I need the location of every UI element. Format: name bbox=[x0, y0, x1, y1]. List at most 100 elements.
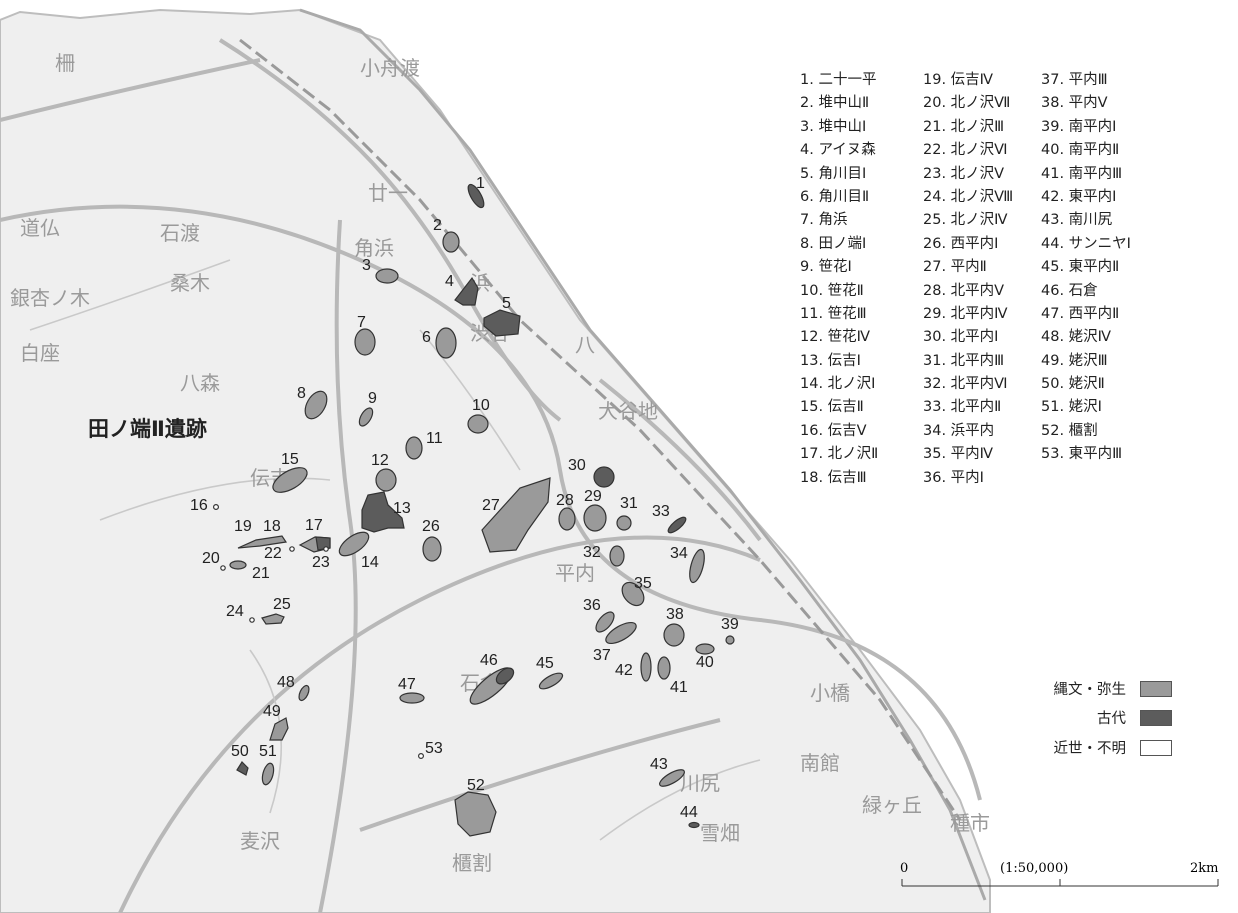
site-38[interactable] bbox=[663, 623, 685, 647]
site-44[interactable] bbox=[688, 821, 700, 829]
site-24[interactable] bbox=[249, 617, 255, 623]
site-10[interactable] bbox=[467, 414, 489, 434]
legend-item: 33. 北平内Ⅱ bbox=[923, 399, 1002, 416]
site-45[interactable] bbox=[537, 670, 565, 692]
site-48[interactable] bbox=[297, 684, 311, 702]
site-8[interactable] bbox=[301, 388, 332, 423]
site-7[interactable] bbox=[354, 328, 376, 356]
site-number: 6 bbox=[422, 329, 431, 346]
legend-item: 11. 笹花Ⅲ bbox=[800, 305, 867, 322]
legend-item: 9. 笹花Ⅰ bbox=[800, 259, 852, 276]
site-number: 30 bbox=[568, 457, 586, 474]
site-number: 37 bbox=[593, 647, 611, 664]
site-26[interactable] bbox=[422, 536, 442, 562]
site-52[interactable] bbox=[454, 791, 497, 837]
site-12[interactable] bbox=[375, 468, 397, 492]
legend-item: 43. 南川尻 bbox=[1041, 212, 1113, 229]
site-3[interactable] bbox=[375, 268, 399, 284]
site-9[interactable] bbox=[357, 406, 376, 428]
site-number: 1 bbox=[476, 175, 485, 192]
site-50[interactable] bbox=[236, 761, 249, 776]
site-53[interactable] bbox=[418, 752, 425, 759]
site-40[interactable] bbox=[695, 643, 715, 655]
site-number: 50 bbox=[231, 743, 249, 760]
key-label: 古代 bbox=[1097, 711, 1126, 727]
site-number: 51 bbox=[259, 743, 277, 760]
site-16[interactable] bbox=[213, 504, 220, 511]
site-15[interactable] bbox=[269, 463, 311, 498]
site-42[interactable] bbox=[640, 652, 652, 682]
site-47[interactable] bbox=[399, 692, 425, 704]
site-39[interactable] bbox=[725, 635, 735, 645]
scale-bar: 0 (1:50,000) 2km bbox=[900, 861, 1219, 887]
place-name: 櫃割 bbox=[452, 851, 492, 875]
site-41[interactable] bbox=[657, 656, 671, 680]
place-name: 八森 bbox=[180, 371, 220, 395]
place-name: 道仏 bbox=[20, 216, 60, 240]
legend-item: 37. 平内Ⅲ bbox=[1041, 72, 1108, 88]
site-35[interactable] bbox=[618, 578, 649, 609]
site-22[interactable] bbox=[289, 546, 295, 552]
site-polygons bbox=[213, 182, 735, 837]
site-number: 40 bbox=[696, 654, 714, 671]
site-29[interactable] bbox=[583, 504, 607, 532]
site-33[interactable] bbox=[666, 515, 688, 535]
site-51[interactable] bbox=[260, 762, 275, 786]
site-number: 15 bbox=[281, 451, 299, 468]
place-name: 廿一 bbox=[368, 181, 408, 205]
site-37[interactable] bbox=[603, 618, 639, 647]
key-jomon-yayoi: 縄文・弥生 bbox=[1054, 678, 1172, 699]
site-36[interactable] bbox=[593, 609, 618, 635]
site-43[interactable] bbox=[657, 767, 686, 790]
site-2[interactable] bbox=[442, 231, 460, 253]
site-11[interactable] bbox=[405, 436, 423, 460]
site-number: 11 bbox=[426, 430, 443, 447]
site-49[interactable] bbox=[269, 717, 289, 741]
site-1[interactable] bbox=[465, 182, 487, 210]
legend-item: 29. 北平内Ⅳ bbox=[923, 305, 1008, 322]
legend-item: 3. 堆中山Ⅰ bbox=[800, 118, 867, 135]
place-name: 緑ヶ丘 bbox=[862, 793, 922, 817]
place-name: 桑木 bbox=[170, 271, 210, 295]
legend-item: 13. 伝吉Ⅰ bbox=[800, 352, 861, 369]
legend-item: 6. 角川目Ⅱ bbox=[800, 188, 870, 205]
site-number: 23 bbox=[312, 554, 330, 571]
roads bbox=[0, 38, 982, 913]
key-early-modern-unknown: 近世・不明 bbox=[1054, 737, 1172, 758]
site-23[interactable] bbox=[323, 546, 329, 552]
site-13[interactable] bbox=[361, 491, 405, 533]
site-30[interactable] bbox=[593, 466, 615, 488]
site-28[interactable] bbox=[558, 507, 576, 531]
early-modern-unknown-swatch bbox=[1140, 739, 1172, 756]
site-number: 33 bbox=[652, 503, 670, 520]
site-20[interactable] bbox=[220, 565, 226, 571]
site-4[interactable] bbox=[454, 276, 479, 306]
legend-item: 25. 北ノ沢Ⅳ bbox=[923, 212, 1008, 229]
site-14[interactable] bbox=[335, 528, 372, 561]
site-34[interactable] bbox=[687, 548, 707, 584]
legend-item: 14. 北ノ沢Ⅰ bbox=[800, 376, 876, 393]
legend-item: 2. 堆中山Ⅱ bbox=[800, 95, 870, 112]
site-6[interactable] bbox=[435, 327, 457, 359]
site-46-ancient[interactable] bbox=[493, 665, 516, 687]
site-25[interactable] bbox=[261, 613, 285, 625]
site-number: 52 bbox=[467, 777, 485, 794]
site-31[interactable] bbox=[616, 515, 632, 531]
site-number: 25 bbox=[273, 596, 291, 613]
site-32[interactable] bbox=[609, 545, 625, 567]
legend-item: 45. 東平内Ⅱ bbox=[1041, 259, 1120, 276]
site-5[interactable] bbox=[483, 309, 521, 337]
site-number: 34 bbox=[670, 545, 688, 562]
place-name: 麦沢 bbox=[240, 829, 280, 853]
site-21[interactable] bbox=[229, 560, 247, 570]
legend-item: 7. 角浜 bbox=[800, 212, 848, 229]
site-27[interactable] bbox=[481, 477, 551, 553]
legend-item: 18. 伝吉Ⅲ bbox=[800, 469, 867, 486]
legend-item: 35. 平内Ⅳ bbox=[923, 446, 994, 463]
legend-item: 26. 西平内Ⅰ bbox=[923, 235, 999, 252]
site-18-19[interactable] bbox=[237, 535, 288, 549]
site-number: 48 bbox=[277, 674, 295, 691]
legend-item: 21. 北ノ沢Ⅲ bbox=[923, 118, 1005, 135]
site-number: 17 bbox=[305, 517, 323, 534]
key-ancient: 古代 bbox=[1097, 707, 1172, 728]
